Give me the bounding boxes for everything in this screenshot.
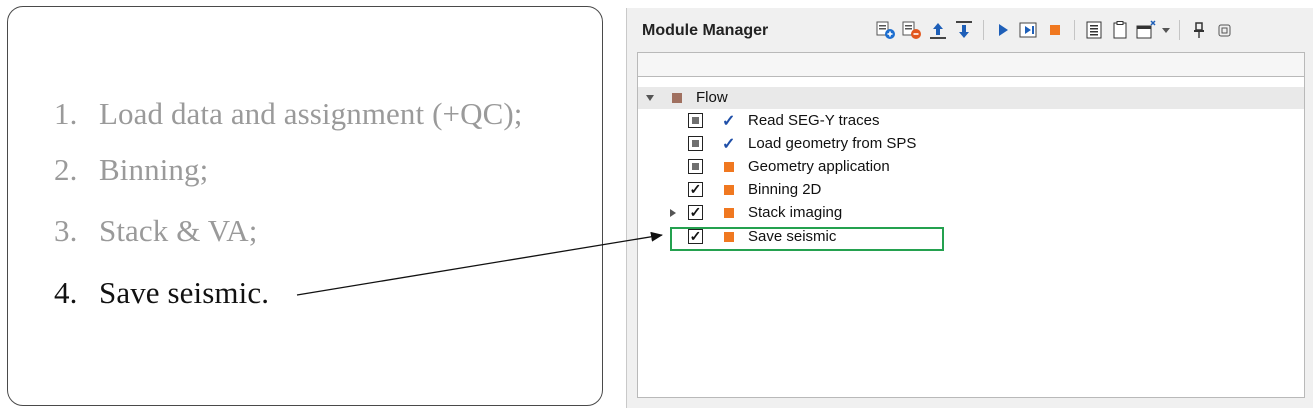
module-checkbox[interactable] bbox=[688, 136, 703, 151]
module-checkbox[interactable] bbox=[688, 113, 703, 128]
flow-color-square bbox=[672, 93, 682, 103]
module-label: Stack imaging bbox=[748, 204, 843, 221]
step-4: 4.Save seismic. bbox=[54, 275, 270, 310]
dropdown-icon[interactable] bbox=[1159, 17, 1173, 43]
step-1: 1.Load data and assignment (+QC); bbox=[54, 96, 523, 131]
module-label: Load geometry from SPS bbox=[748, 135, 917, 152]
window-options-icon[interactable] bbox=[1133, 17, 1159, 43]
module-checkbox[interactable] bbox=[688, 159, 703, 174]
stop-icon[interactable] bbox=[1042, 17, 1068, 43]
pending-status-icon bbox=[724, 232, 734, 242]
move-up-icon[interactable] bbox=[925, 17, 951, 43]
pending-status-icon bbox=[724, 208, 734, 218]
steps-callout: 1.Load data and assignment (+QC); 2.Binn… bbox=[7, 6, 603, 406]
highlight-box bbox=[670, 227, 944, 251]
step-2: 2.Binning; bbox=[54, 152, 209, 187]
run-icon[interactable] bbox=[990, 17, 1016, 43]
module-manager-panel: Module Manager bbox=[626, 8, 1313, 408]
collapse-icon[interactable] bbox=[646, 95, 654, 101]
tree-item-binning-2d[interactable]: ✓ Binning 2D bbox=[638, 179, 1304, 201]
log-icon[interactable] bbox=[1081, 17, 1107, 43]
module-label: Read SEG-Y traces bbox=[748, 112, 880, 129]
tree-item-read-segy[interactable]: ✓ Read SEG-Y traces bbox=[638, 110, 1304, 132]
module-label: Geometry application bbox=[748, 158, 890, 175]
panel-title: Module Manager bbox=[642, 22, 769, 39]
tree-item-stack-imaging[interactable]: ✓ Stack imaging bbox=[638, 202, 1304, 224]
flow-root-row[interactable]: Flow bbox=[638, 87, 1304, 109]
flow-tree: Flow ✓ Read SEG-Y traces ✓ Load geometry… bbox=[637, 76, 1305, 398]
pin-icon[interactable] bbox=[1186, 17, 1212, 43]
pending-status-icon bbox=[724, 185, 734, 195]
module-checkbox[interactable]: ✓ bbox=[688, 181, 703, 197]
toolbar-separator bbox=[1074, 20, 1075, 40]
pending-status-icon bbox=[724, 162, 734, 172]
tree-item-geometry-application[interactable]: Geometry application bbox=[638, 156, 1304, 178]
filter-bar[interactable] bbox=[637, 52, 1305, 76]
run-step-icon[interactable] bbox=[1016, 17, 1042, 43]
module-checkbox[interactable]: ✓ bbox=[688, 228, 703, 244]
expand-icon[interactable] bbox=[670, 209, 676, 217]
done-check-icon: ✓ bbox=[722, 136, 736, 153]
toolbar-separator bbox=[1179, 20, 1180, 40]
step-3: 3.Stack & VA; bbox=[54, 213, 258, 248]
tree-item-save-seismic[interactable]: ✓ Save seismic bbox=[638, 226, 1304, 248]
tree-item-load-geometry[interactable]: ✓ Load geometry from SPS bbox=[638, 133, 1304, 155]
module-label: Binning 2D bbox=[748, 181, 822, 198]
flow-label: Flow bbox=[696, 89, 728, 106]
float-icon[interactable] bbox=[1212, 17, 1238, 43]
toolbar-separator bbox=[983, 20, 984, 40]
move-down-icon[interactable] bbox=[951, 17, 977, 43]
module-checkbox[interactable]: ✓ bbox=[688, 204, 703, 220]
add-module-icon[interactable] bbox=[873, 17, 899, 43]
module-toolbar bbox=[873, 16, 1238, 44]
clipboard-icon[interactable] bbox=[1107, 17, 1133, 43]
module-label: Save seismic bbox=[748, 228, 837, 245]
remove-module-icon[interactable] bbox=[899, 17, 925, 43]
module-manager-header: Module Manager bbox=[627, 8, 1313, 52]
done-check-icon: ✓ bbox=[722, 113, 736, 130]
